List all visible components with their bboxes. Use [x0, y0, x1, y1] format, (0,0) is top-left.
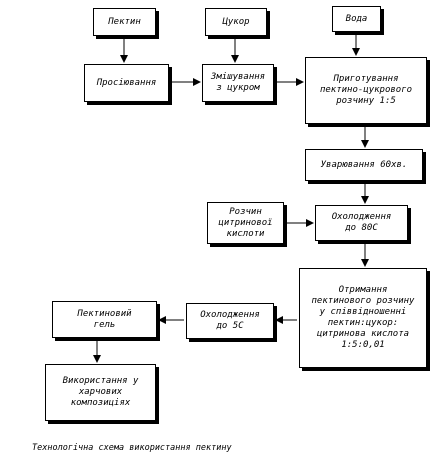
node-cool80: Охолодження до 80С: [315, 205, 408, 241]
node-boil: Уварювання 60хв.: [305, 149, 423, 181]
node-mixing: Змішування з цукром: [202, 64, 274, 102]
node-prep: Приготування пектино-цукрового розчину 1…: [305, 57, 427, 124]
node-pectin: Пектин: [93, 8, 156, 36]
node-obtain: Отримання пектинового розчину у співвідн…: [299, 268, 427, 368]
figure-caption: Технологічна схема використання пектину: [32, 443, 232, 453]
node-sugar: Цукор: [205, 8, 267, 36]
node-cool5: Охолодження до 5С: [186, 303, 274, 339]
node-sifting: Просіювання: [84, 64, 169, 102]
node-water: Вода: [332, 6, 381, 32]
node-gel: Пектиновий гель: [52, 301, 157, 338]
node-citric: Розчин цитринової кислоти: [207, 202, 284, 244]
node-use: Використання у харчових композиціях: [45, 364, 156, 421]
